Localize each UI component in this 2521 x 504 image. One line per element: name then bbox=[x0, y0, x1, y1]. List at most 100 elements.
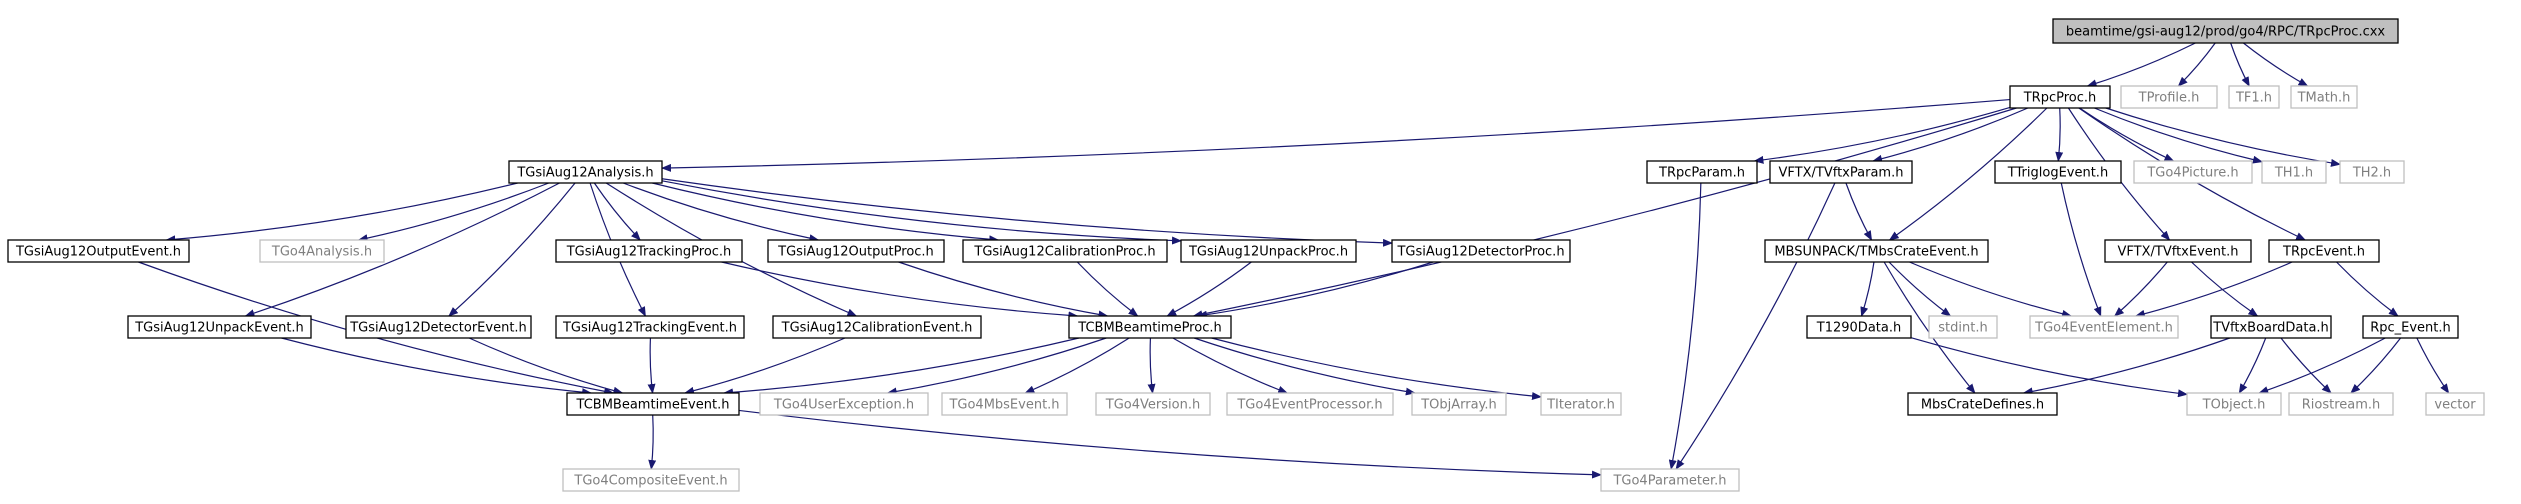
node-box-tmath bbox=[2290, 85, 2358, 109]
node-box-stdint bbox=[1928, 315, 1998, 339]
node-label-vftxboard: TVftxBoardData.h bbox=[2212, 321, 2329, 336]
nodes-layer: beamtime/gsi-aug12/prod/go4/RPC/TRpcProc… bbox=[7, 18, 2485, 492]
node-go4analysis: TGo4Analysis.h bbox=[259, 239, 385, 263]
edge-root-to-tf1 bbox=[2230, 42, 2250, 87]
node-mbscrate[interactable]: MBSUNPACK/TMbsCrateEvent.h bbox=[1764, 239, 1989, 263]
edge-mbscrate-to-t1290 bbox=[1860, 261, 1875, 317]
node-box-calproc bbox=[962, 239, 1168, 263]
edge-rpcevent-to-riostream bbox=[2350, 337, 2402, 394]
node-tcbmevent[interactable]: TCBMBeamtimeEvent.h bbox=[566, 392, 740, 416]
edge-vftxevent-to-go4evelem bbox=[2113, 261, 2168, 317]
node-label-mbscrate: MBSUNPACK/TMbsCrateEvent.h bbox=[1774, 245, 1978, 260]
edge-analysis-to-unpackproc bbox=[661, 180, 1182, 245]
edge-trpcproc-to-analysis bbox=[661, 98, 2011, 172]
node-trpcevent[interactable]: TRpcEvent.h bbox=[2268, 239, 2380, 263]
edge-trpcproc-to-tcbmproc bbox=[1192, 107, 2017, 319]
node-label-go4picture: TGo4Picture.h bbox=[2146, 166, 2238, 181]
node-label-vftxparam: VFTX/TVftxParam.h bbox=[1779, 166, 1904, 181]
node-rpcevent[interactable]: Rpc_Event.h bbox=[2362, 315, 2459, 339]
node-unpackproc[interactable]: TGsiAug12UnpackProc.h bbox=[1180, 239, 1357, 263]
edge-trpcproc-to-vftxparam bbox=[1872, 107, 2029, 163]
node-tprofile: TProfile.h bbox=[2120, 85, 2218, 109]
node-label-tcbmproc: TCBMBeamtimeProc.h bbox=[1077, 321, 1221, 336]
node-label-go4mbsevent: TGo4MbsEvent.h bbox=[948, 398, 1059, 413]
edge-tcbmproc-to-titerator bbox=[1211, 337, 1542, 400]
edge-unpackproc-to-tcbmproc bbox=[1166, 261, 1252, 317]
edge-mbscrate-to-mbscratedef bbox=[1883, 261, 1976, 394]
edge-analysis-to-outevent bbox=[165, 182, 518, 244]
node-label-go4analysis: TGo4Analysis.h bbox=[271, 245, 372, 260]
node-label-go4version: TGo4Version.h bbox=[1105, 398, 1200, 413]
node-vftxparam[interactable]: VFTX/TVftxParam.h bbox=[1769, 160, 1913, 184]
node-box-t1290 bbox=[1806, 315, 1912, 339]
edge-root-to-trpcproc bbox=[2086, 42, 2196, 88]
node-box-tf1 bbox=[2228, 85, 2280, 109]
edge-tcbmproc-to-tobjarray bbox=[1193, 337, 1416, 396]
node-box-calevent bbox=[772, 315, 982, 339]
node-mbscratedef[interactable]: MbsCrateDefines.h bbox=[1907, 392, 2058, 416]
edge-detevent-to-tcbmevent bbox=[468, 337, 624, 395]
node-label-go4userexc: TGo4UserException.h bbox=[773, 398, 914, 413]
edge-trpcproc-to-trpcparam bbox=[1753, 106, 2011, 164]
node-box-outevent bbox=[7, 239, 190, 263]
edge-ttriglog-to-go4evelem bbox=[2060, 182, 2102, 317]
edge-tcbmproc-to-tcbmevent bbox=[723, 337, 1080, 397]
node-trpcproc[interactable]: TRpcProc.h bbox=[2009, 85, 2111, 109]
node-label-go4evelem: TGo4EventElement.h bbox=[2034, 321, 2173, 336]
edge-trpcproc-to-mbscrate bbox=[1888, 107, 2048, 241]
node-label-go4evproc: TGo4EventProcessor.h bbox=[1236, 398, 1382, 413]
node-th1: TH1.h bbox=[2261, 160, 2327, 184]
node-calproc[interactable]: TGsiAug12CalibrationProc.h bbox=[962, 239, 1168, 263]
node-ttriglog[interactable]: TTriglogEvent.h bbox=[1994, 160, 2122, 184]
node-box-tcbmevent bbox=[566, 392, 740, 416]
node-calevent[interactable]: TGsiAug12CalibrationEvent.h bbox=[772, 315, 982, 339]
node-box-tobject bbox=[2186, 392, 2282, 416]
node-label-trackproc: TGsiAug12TrackingProc.h bbox=[566, 245, 732, 260]
edge-tcbmproc-to-go4evproc bbox=[1172, 337, 1289, 394]
node-label-vftxevent: VFTX/TVftxEvent.h bbox=[2118, 245, 2239, 260]
node-box-riostream bbox=[2288, 392, 2394, 416]
node-box-go4evelem bbox=[2029, 315, 2179, 339]
node-analysis[interactable]: TGsiAug12Analysis.h bbox=[508, 160, 663, 184]
node-root: beamtime/gsi-aug12/prod/go4/RPC/TRpcProc… bbox=[2052, 18, 2399, 44]
edge-analysis-to-calproc bbox=[652, 182, 1000, 244]
edge-calevent-to-tcbmevent bbox=[684, 337, 846, 395]
node-vftxboard[interactable]: TVftxBoardData.h bbox=[2210, 315, 2332, 339]
node-vftxevent[interactable]: VFTX/TVftxEvent.h bbox=[2104, 239, 2252, 263]
node-label-go4composite: TGo4CompositeEvent.h bbox=[573, 474, 727, 489]
edge-root-to-tmath bbox=[2243, 42, 2309, 87]
node-box-trpcproc bbox=[2009, 85, 2111, 109]
node-label-th2: TH2.h bbox=[2352, 166, 2391, 181]
node-label-th1: TH1.h bbox=[2274, 166, 2313, 181]
edge-outproc-to-tcbmproc bbox=[898, 261, 1109, 319]
edge-trpcevent-to-rpcevent bbox=[2336, 261, 2399, 317]
node-label-trackevent: TGsiAug12TrackingEvent.h bbox=[562, 321, 737, 336]
node-t1290[interactable]: T1290Data.h bbox=[1806, 315, 1912, 339]
node-box-analysis bbox=[508, 160, 663, 184]
edge-trackevent-to-tcbmevent bbox=[647, 337, 656, 394]
node-label-trpcproc: TRpcProc.h bbox=[2023, 91, 2097, 106]
edge-root-to-tprofile bbox=[2177, 42, 2216, 87]
edge-trackproc-to-tcbmproc bbox=[721, 261, 1079, 320]
edge-tcbmproc-to-go4version bbox=[1147, 337, 1156, 394]
node-trpcparam[interactable]: TRpcParam.h bbox=[1646, 160, 1758, 184]
node-trackevent[interactable]: TGsiAug12TrackingEvent.h bbox=[555, 315, 745, 339]
node-trackproc[interactable]: TGsiAug12TrackingProc.h bbox=[555, 239, 743, 263]
node-box-ttriglog bbox=[1994, 160, 2122, 184]
edge-vftxparam-to-mbscrate bbox=[1845, 182, 1873, 241]
node-stdint: stdint.h bbox=[1928, 315, 1998, 339]
node-outevent[interactable]: TGsiAug12OutputEvent.h bbox=[7, 239, 190, 263]
node-unpackevent[interactable]: TGsiAug12UnpackEvent.h bbox=[127, 315, 312, 339]
node-tcbmproc[interactable]: TCBMBeamtimeProc.h bbox=[1068, 315, 1232, 339]
node-box-trackevent bbox=[555, 315, 745, 339]
node-tobject: TObject.h bbox=[2186, 392, 2282, 416]
node-box-unpackevent bbox=[127, 315, 312, 339]
node-label-stdint: stdint.h bbox=[1938, 321, 1987, 336]
node-outproc[interactable]: TGsiAug12OutputProc.h bbox=[767, 239, 945, 263]
edge-tcbmproc-to-go4mbsevent bbox=[1024, 337, 1130, 394]
node-detevent[interactable]: TGsiAug12DetectorEvent.h bbox=[345, 315, 532, 339]
node-detproc[interactable]: TGsiAug12DetectorProc.h bbox=[1391, 239, 1571, 263]
node-label-tf1: TF1.h bbox=[2235, 91, 2272, 106]
node-box-root bbox=[2052, 18, 2399, 44]
